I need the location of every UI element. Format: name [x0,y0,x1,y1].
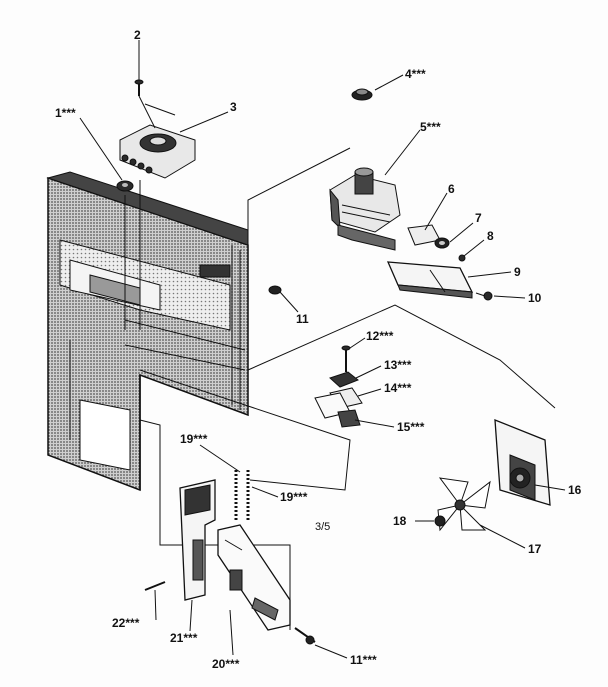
callout-22: 22*** [112,616,140,630]
callout-18: 18 [393,514,407,528]
callout-17: 17 [528,542,542,556]
callout-9: 9 [514,265,521,279]
callout-21: 21*** [170,631,198,645]
part-8-screw [458,254,466,262]
part-2-screw [134,45,144,96]
part-11-grommet [268,285,282,295]
part-7-washer [434,237,450,249]
callout-16: 16 [568,483,582,497]
callout-15: 15*** [397,420,425,434]
callout-labels: 1*** 2 3 4*** 5*** 6 7 8 9 10 11 12*** 1… [55,28,582,671]
part-19-springs [234,470,250,520]
part-4-cap [351,88,373,101]
part-16-fan-motor [494,419,551,506]
callout-7: 7 [475,211,482,225]
callout-1: 1*** [55,106,76,120]
part-9-bracket [386,261,474,299]
callout-2: 2 [134,28,141,42]
part-15-switch [314,392,361,428]
callout-12: 12*** [366,329,394,343]
callout-5: 5*** [420,120,441,134]
chassis-frame [46,171,249,492]
assembly-lines [139,147,556,630]
callout-3: 3 [230,100,237,114]
callout-11-lower: 11*** [350,653,377,667]
callout-11: 11 [296,312,309,326]
part-13-nut [329,371,359,388]
part-11b-screw [294,627,316,645]
diagram-code: 3/5 [315,521,330,533]
callout-6: 6 [448,182,455,196]
part-18-nut [434,515,446,527]
callout-14: 14*** [384,381,412,395]
part-17-fan-blade [437,477,491,532]
callout-10: 10 [528,291,542,305]
callout-8: 8 [487,229,494,243]
part-1-knob [116,180,141,330]
part-12-screw [341,345,351,372]
part-5-magnetron [329,167,401,251]
part-10-screw [475,291,493,301]
callout-4: 4*** [405,67,426,81]
callout-13: 13*** [384,358,412,372]
callout-20: 20*** [212,657,240,671]
part-20-latch-plate [217,524,291,631]
part-22-pin [144,581,166,591]
callout-19-upper: 19*** [180,432,208,446]
part-21-latch-bracket [179,479,216,601]
part-3-timer [119,95,196,179]
callout-19-lower: 19*** [280,490,308,504]
leader-lines [79,40,566,659]
